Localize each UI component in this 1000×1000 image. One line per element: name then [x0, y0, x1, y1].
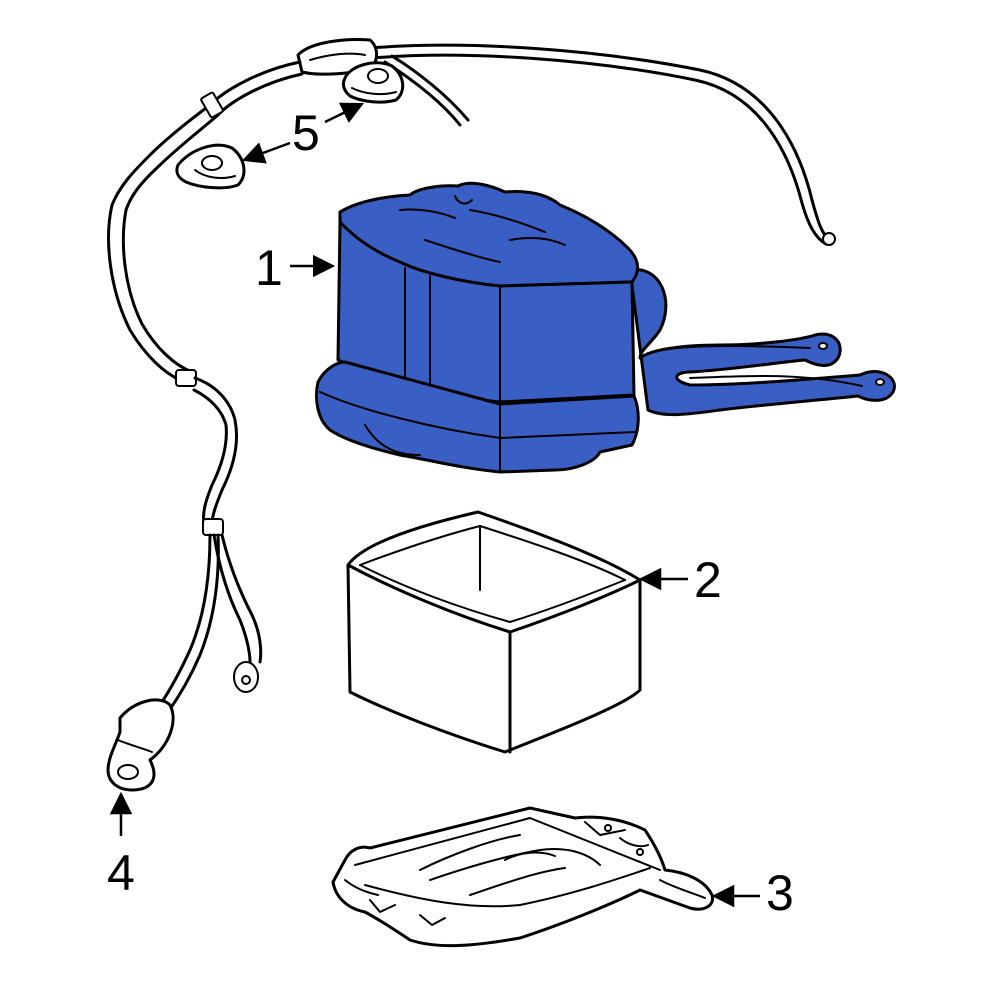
callout-tray: 2	[638, 552, 722, 608]
cable-harness	[106, 38, 836, 792]
callout-battery: 1	[255, 240, 336, 296]
callout-holder: 3	[711, 865, 794, 921]
battery[interactable]	[315, 181, 896, 474]
callout-terminals: 5	[241, 102, 365, 164]
callout-label-1: 1	[255, 240, 283, 296]
callout-cable-end: 4	[107, 791, 135, 901]
callout-label-4: 4	[107, 845, 135, 901]
battery-lead-cables	[628, 268, 896, 417]
callout-label-2: 2	[694, 552, 722, 608]
callout-label-5: 5	[292, 105, 320, 161]
ring-terminal-icon	[822, 232, 836, 246]
callout-arrow-5a	[241, 141, 291, 164]
callout-label-3: 3	[766, 865, 794, 921]
battery-holder[interactable]	[331, 806, 715, 948]
battery-tray[interactable]	[346, 510, 642, 754]
callout-arrow-5b	[324, 102, 365, 124]
